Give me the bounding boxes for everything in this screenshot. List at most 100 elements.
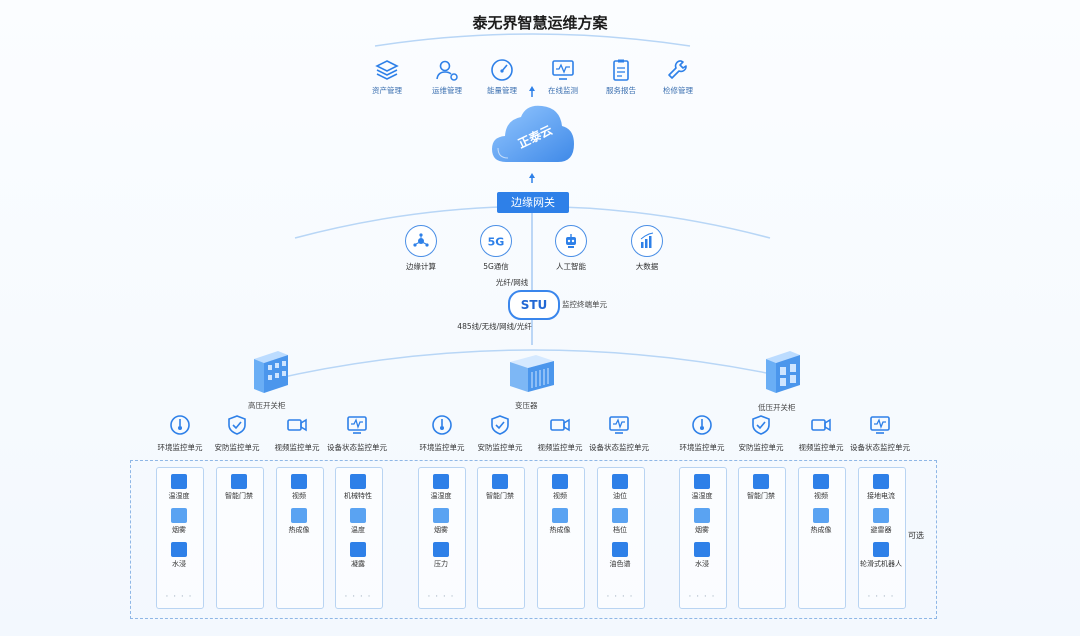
device-item[interactable]: 凝露 xyxy=(331,542,385,569)
device-item[interactable]: 智能门禁 xyxy=(473,474,527,501)
unit-label: 设备状态监控单元 xyxy=(589,443,649,452)
device-item[interactable]: 档位 xyxy=(593,508,647,535)
transformer-icon xyxy=(510,355,554,392)
device-item[interactable]: 避雷器 xyxy=(854,508,908,535)
access-control-icon xyxy=(753,474,769,489)
feature-ai: 人工智能 xyxy=(536,225,606,272)
device-label: 水浸 xyxy=(695,560,709,568)
unit-label: 环境监控单元 xyxy=(679,443,725,452)
device-label: 机械特性 xyxy=(344,492,372,500)
service-report[interactable]: 服务报告 xyxy=(591,58,651,96)
unit-environment: 环境监控单元 xyxy=(150,414,210,453)
device-item[interactable]: 烟雾 xyxy=(152,508,206,535)
service-label: 服务报告 xyxy=(606,86,636,95)
hv-cabinet-icon xyxy=(254,351,288,393)
device-item[interactable]: 温湿度 xyxy=(675,474,729,501)
unit-label: 设备状态监控单元 xyxy=(850,443,910,452)
monitor-wave-icon xyxy=(347,416,367,434)
device-label: 烟雾 xyxy=(172,526,186,534)
device-label: 油位 xyxy=(613,492,627,500)
device-column xyxy=(537,467,585,609)
service-asset-management[interactable]: 资产管理 xyxy=(357,58,417,96)
lv-cabinet-icon xyxy=(766,351,800,393)
device-column xyxy=(738,467,786,609)
device-label: 温度 xyxy=(351,526,365,534)
camera-icon xyxy=(811,418,831,432)
device-item[interactable]: 温湿度 xyxy=(152,474,206,501)
device-item[interactable]: 热成像 xyxy=(272,508,326,535)
clipboard-icon xyxy=(613,59,629,81)
more-indicator: · · · · xyxy=(165,592,193,602)
camera-icon xyxy=(291,474,307,489)
water-leak-icon xyxy=(171,542,187,557)
device-label: 烟雾 xyxy=(695,526,709,534)
unit-video: 视频监控单元 xyxy=(791,414,851,453)
device-label: 智能门禁 xyxy=(747,492,775,500)
device-item[interactable]: 热成像 xyxy=(533,508,587,535)
device-item[interactable]: 热成像 xyxy=(794,508,848,535)
device-label: 烟雾 xyxy=(434,526,448,534)
device-item[interactable]: 水浸 xyxy=(675,542,729,569)
feature-label: 人工智能 xyxy=(556,262,586,271)
temp-humidity-icon xyxy=(171,474,187,489)
shield-check-icon xyxy=(752,415,770,435)
unit-environment: 环境监控单元 xyxy=(412,414,472,453)
unit-label: 环境监控单元 xyxy=(419,443,465,452)
device-column xyxy=(798,467,846,609)
device-item[interactable]: 智能门禁 xyxy=(734,474,788,501)
edge-gateway-box[interactable]: 边缘网关 xyxy=(497,192,569,213)
device-item[interactable]: 烟雾 xyxy=(414,508,468,535)
mechanical-sensor-icon xyxy=(350,474,366,489)
cabinet-label: 高压开关柜 xyxy=(248,401,286,410)
temperature-icon xyxy=(350,508,366,523)
env-sensor-icon xyxy=(692,415,712,435)
unit-device-status: 设备状态监控单元 xyxy=(327,414,387,453)
stu-node[interactable]: STU xyxy=(508,290,560,320)
cloud-icon xyxy=(492,105,574,162)
service-ops-management[interactable]: 运维管理 xyxy=(417,58,477,96)
service-online-monitoring[interactable]: 在线监测 xyxy=(533,58,593,96)
thermal-camera-icon xyxy=(552,508,568,523)
device-item[interactable]: 视频 xyxy=(533,474,587,501)
access-control-icon xyxy=(492,474,508,489)
service-label: 资产管理 xyxy=(372,86,402,95)
device-item[interactable]: 接地电流 xyxy=(854,474,908,501)
robot-icon xyxy=(566,234,576,248)
device-item[interactable]: 智能门禁 xyxy=(212,474,266,501)
device-item[interactable]: 温湿度 xyxy=(414,474,468,501)
device-item[interactable]: 烟雾 xyxy=(675,508,729,535)
device-column xyxy=(276,467,324,609)
more-indicator: · · · · xyxy=(344,592,372,602)
robot-icon xyxy=(873,542,889,557)
temp-humidity-icon xyxy=(433,474,449,489)
oil-chromatography-icon xyxy=(612,542,628,557)
unit-device-status: 设备状态监控单元 xyxy=(850,414,910,453)
service-label: 能量管理 xyxy=(487,86,517,95)
device-item[interactable]: 机械特性 xyxy=(331,474,385,501)
service-energy-management[interactable]: 能量管理 xyxy=(472,58,532,96)
device-label: 视频 xyxy=(292,492,306,500)
device-label: 压力 xyxy=(434,560,448,568)
device-item[interactable]: 水浸 xyxy=(152,542,206,569)
device-label: 温湿度 xyxy=(430,492,452,500)
device-item[interactable]: 轮滑式机器人 xyxy=(854,542,908,569)
user-gear-icon xyxy=(436,60,458,81)
device-item[interactable]: 油色谱 xyxy=(593,542,647,569)
device-label: 热成像 xyxy=(810,526,832,534)
unit-label: 视频监控单元 xyxy=(537,443,583,452)
device-item[interactable]: 油位 xyxy=(593,474,647,501)
service-label: 在线监测 xyxy=(548,86,578,95)
device-item[interactable]: 压力 xyxy=(414,542,468,569)
unit-label: 安防监控单元 xyxy=(738,443,784,452)
unit-label: 安防监控单元 xyxy=(477,443,523,452)
feature-label: 大数据 xyxy=(635,262,659,271)
shield-check-icon xyxy=(491,415,509,435)
device-column xyxy=(477,467,525,609)
more-indicator: · · · · xyxy=(427,592,455,602)
device-item[interactable]: 视频 xyxy=(794,474,848,501)
chart-icon xyxy=(640,232,654,248)
service-maintenance[interactable]: 检修管理 xyxy=(648,58,708,96)
device-item[interactable]: 视频 xyxy=(272,474,326,501)
device-item[interactable]: 温度 xyxy=(331,508,385,535)
shield-check-icon xyxy=(228,415,246,435)
